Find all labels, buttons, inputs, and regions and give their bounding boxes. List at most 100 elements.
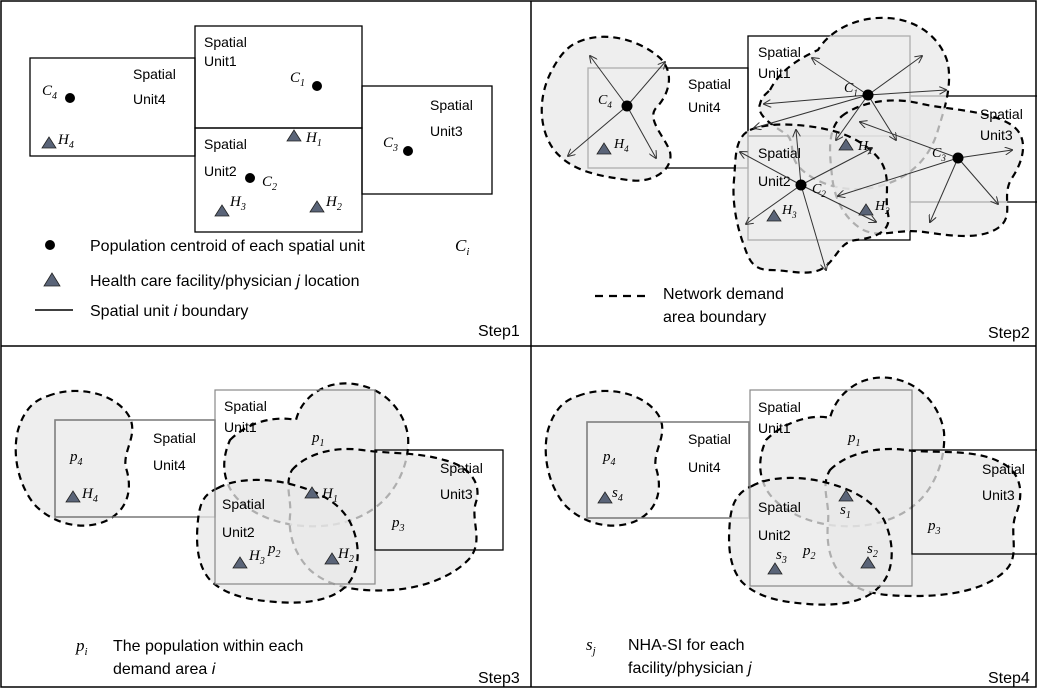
facility-h2-icon	[858, 203, 874, 216]
facility-h4-icon	[596, 142, 612, 155]
p2-label: p2	[802, 543, 816, 562]
s1-label: s1	[840, 502, 851, 521]
h2-label: H2	[325, 194, 342, 213]
spatial-unit3-boundary	[374, 449, 504, 551]
c3-label: C3	[383, 135, 398, 154]
step4-label: Step4	[988, 670, 1030, 687]
h2-label: H2	[337, 546, 354, 565]
step1-label: Step1	[478, 323, 520, 340]
demand-area-4	[544, 389, 664, 527]
centroid-c2	[245, 173, 255, 183]
h3-label: H3	[229, 194, 246, 213]
centroid-c3	[403, 146, 413, 156]
demand-area-4	[540, 35, 672, 182]
step1-legend: Population centroid of each spatial unit…	[35, 236, 469, 320]
c2-label: C2	[262, 174, 277, 193]
facility-h1-icon	[304, 486, 320, 499]
centroid-c1	[862, 89, 874, 101]
facility-h3-icon	[232, 556, 248, 569]
s2-label: s2	[867, 541, 878, 560]
h4-label: H4	[57, 132, 74, 151]
p4-label: p4	[69, 449, 83, 468]
h3-label: H3	[781, 203, 797, 220]
s3-label: s3	[776, 547, 787, 566]
legend-centroid-symbol: Ci	[455, 236, 469, 258]
c2-label: C2	[812, 182, 826, 199]
step2-label: Step2	[988, 325, 1030, 342]
h2-label: H2	[874, 199, 890, 216]
step4-legend-symbol: sj	[586, 635, 596, 657]
c1-label: C1	[844, 81, 858, 98]
facility-h3-icon	[214, 204, 230, 217]
facility-legend-icon	[43, 272, 61, 287]
facility-h4-icon	[65, 490, 81, 503]
demand-area-2	[195, 478, 359, 604]
h4-label: H4	[613, 137, 629, 154]
c3-label: C3	[932, 146, 946, 163]
s4-label: s4	[612, 485, 623, 504]
centroid-c2	[795, 179, 807, 191]
centroid-c4	[621, 100, 633, 112]
p1-label: p1	[311, 430, 325, 449]
step3-legend-symbol: pi	[75, 636, 88, 658]
centroid-c1	[312, 81, 322, 91]
c4-label: C4	[598, 93, 612, 110]
h4-label: H4	[81, 486, 98, 505]
c1-label: C1	[290, 70, 305, 89]
spatial-unit3-boundary	[911, 449, 1037, 555]
step3-label: Step3	[478, 670, 520, 687]
facility-h4-icon	[41, 136, 57, 149]
legend-boundary-text: Spatial unit i boundary	[90, 303, 248, 320]
h3-label: H3	[248, 548, 265, 567]
p1-label: p1	[847, 430, 861, 449]
demand-area-2	[732, 123, 890, 274]
facility-h2-icon	[324, 552, 340, 565]
legend-facility-text: Health care facility/physician j locatio…	[90, 273, 359, 290]
network-arrows	[568, 56, 1012, 270]
p2-label: p2	[267, 541, 281, 560]
facility-h3-icon	[766, 209, 782, 222]
h1-label: H1	[321, 486, 338, 505]
centroid-c3	[952, 152, 964, 164]
p3-label: p3	[391, 515, 405, 534]
facility-h2-icon	[309, 200, 325, 213]
facility-s1-icon	[838, 489, 854, 502]
spatial-unit3-boundary	[361, 85, 493, 195]
facility-h1-icon	[838, 138, 854, 151]
facility-s3-icon	[767, 562, 783, 575]
facility-h1-icon	[286, 129, 302, 142]
centroid-legend-icon	[45, 240, 55, 250]
legend-centroid-text: Population centroid of each spatial unit	[90, 238, 365, 255]
p4-label: p4	[602, 449, 616, 468]
facility-s4-icon	[597, 491, 613, 504]
h1-label: H1	[305, 130, 322, 149]
p3-label: p3	[927, 518, 941, 537]
h1-label: H1	[857, 139, 873, 156]
demand-area-4	[14, 389, 134, 527]
